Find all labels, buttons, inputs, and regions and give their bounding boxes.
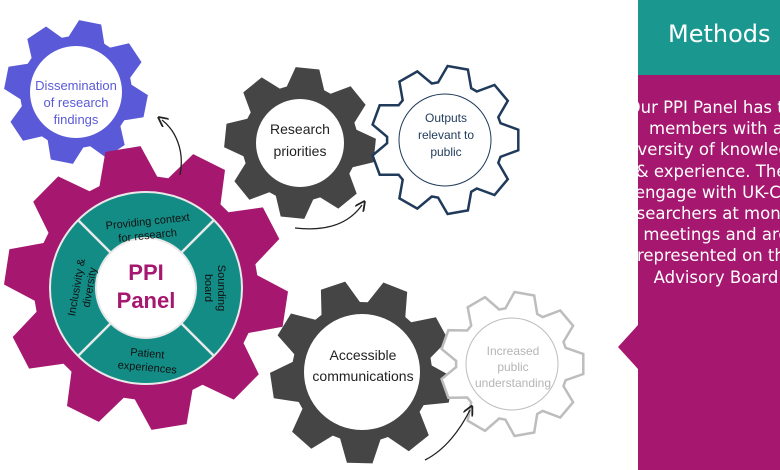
research-priorities-1: Research	[270, 121, 330, 137]
accessible-1: Accessible	[330, 347, 397, 363]
accessible-gear-center	[304, 314, 420, 430]
methods-body: Our PPI Panel has ten members with a div…	[638, 75, 780, 470]
arrow-to-understanding	[424, 410, 470, 461]
increased-3: understanding	[475, 376, 551, 390]
outputs-3: public	[430, 145, 461, 159]
dissemination-1: Dissemination	[35, 78, 117, 93]
dissemination-gear-center	[30, 46, 122, 138]
research-priorities-gear-center	[256, 99, 344, 187]
ppi-diagram: PPI Panel Providing context for research…	[4, 20, 585, 464]
increased-2: public	[497, 360, 528, 374]
seg-bottom-1: Patient	[130, 347, 165, 362]
methods-text: Our PPI Panel has ten members with a div…	[638, 98, 780, 287]
seg-bottom-2: experiences	[117, 359, 178, 376]
dissemination-2: of research	[43, 95, 108, 110]
methods-panel: Methods Our PPI Panel has ten members wi…	[638, 0, 780, 470]
accessible-2: communications	[312, 368, 413, 384]
arrow-to-dissemination	[162, 120, 182, 176]
outputs-1: Outputs	[425, 111, 467, 125]
dissemination-3: findings	[54, 112, 99, 127]
increased-1: Increased	[487, 344, 540, 358]
callout-pointer	[618, 325, 638, 369]
arrow-to-outputs	[294, 205, 362, 230]
ppi-label-1: PPI	[128, 260, 163, 285]
outputs-gear-center	[398, 93, 492, 187]
increased-gear-center	[465, 317, 559, 411]
seg-right-1: Sounding	[215, 265, 227, 312]
research-priorities-2: priorities	[274, 143, 327, 159]
seg-right-2: board	[202, 274, 214, 302]
ppi-label-2: Panel	[117, 288, 176, 313]
methods-header: Methods	[638, 0, 780, 75]
outputs-2: relevant to	[418, 128, 474, 142]
methods-title: Methods	[668, 20, 771, 48]
ppi-center	[95, 237, 197, 339]
